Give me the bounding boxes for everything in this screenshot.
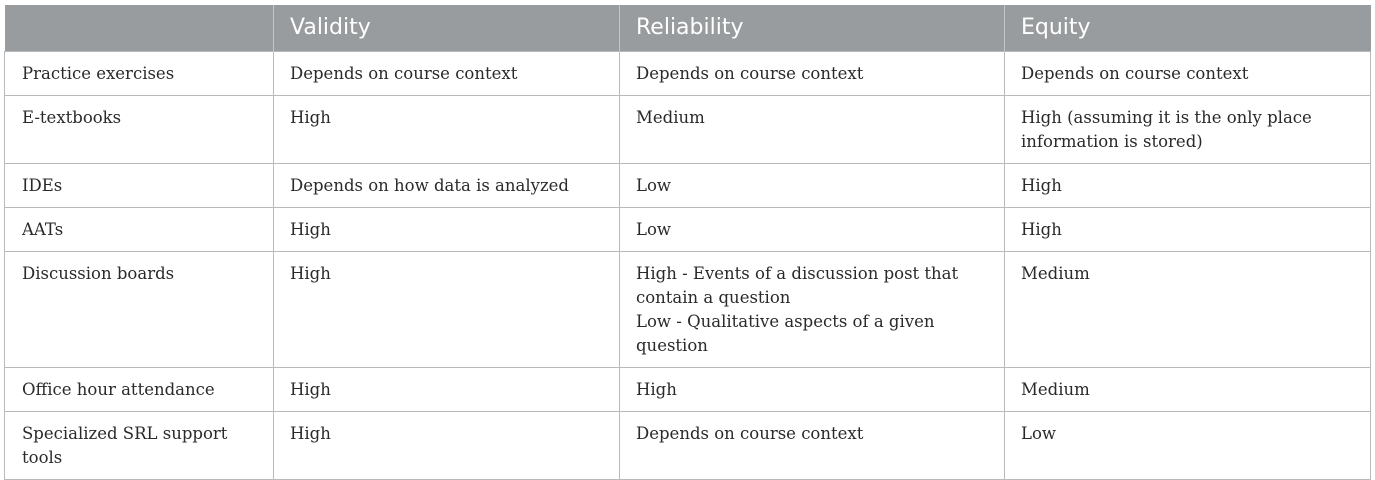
table-header-row: Validity Reliability Equity [4, 5, 1371, 51]
equity-cell: Medium [1004, 250, 1371, 368]
equity-cell: High (assuming it is the only place info… [1004, 94, 1371, 164]
reliability-cell: Medium [619, 94, 1005, 164]
validity-cell: High [273, 410, 620, 480]
row-label: IDEs [4, 162, 274, 208]
table-row: IDEs Depends on how data is analyzed Low… [4, 162, 1371, 208]
row-label: Discussion boards [4, 250, 274, 368]
validity-cell: High [273, 206, 620, 252]
row-label: E-textbooks [4, 94, 274, 164]
comparison-table-container: Validity Reliability Equity Practice exe… [4, 5, 1371, 480]
table-row: Discussion boards High High - Events of … [4, 250, 1371, 368]
row-label: Practice exercises [4, 50, 274, 96]
header-cell-equity: Equity [1004, 5, 1371, 51]
reliability-cell: Depends on course context [619, 50, 1005, 96]
reliability-cell: Depends on course context [619, 410, 1005, 480]
table-row: Practice exercises Depends on course con… [4, 50, 1371, 96]
validity-cell: High [273, 94, 620, 164]
table-row: Office hour attendance High High Medium [4, 366, 1371, 412]
table-row: AATs High Low High [4, 206, 1371, 252]
equity-cell: Low [1004, 410, 1371, 480]
row-label: Office hour attendance [4, 366, 274, 412]
equity-cell: Depends on course context [1004, 50, 1371, 96]
table-row: E-textbooks High Medium High (assuming i… [4, 94, 1371, 164]
equity-cell: High [1004, 206, 1371, 252]
reliability-cell: High [619, 366, 1005, 412]
validity-cell: Depends on course context [273, 50, 620, 96]
reliability-cell: Low [619, 162, 1005, 208]
row-label: AATs [4, 206, 274, 252]
comparison-table: Validity Reliability Equity Practice exe… [4, 5, 1371, 480]
reliability-cell: High - Events of a discussion post that … [619, 250, 1005, 368]
header-cell-validity: Validity [273, 5, 620, 51]
row-label: Specialized SRL support tools [4, 410, 274, 480]
reliability-cell: Low [619, 206, 1005, 252]
table-row: Specialized SRL support tools High Depen… [4, 410, 1371, 480]
validity-cell: Depends on how data is analyzed [273, 162, 620, 208]
equity-cell: High [1004, 162, 1371, 208]
header-cell-blank [4, 5, 274, 51]
equity-cell: Medium [1004, 366, 1371, 412]
validity-cell: High [273, 250, 620, 368]
validity-cell: High [273, 366, 620, 412]
header-cell-reliability: Reliability [619, 5, 1005, 51]
